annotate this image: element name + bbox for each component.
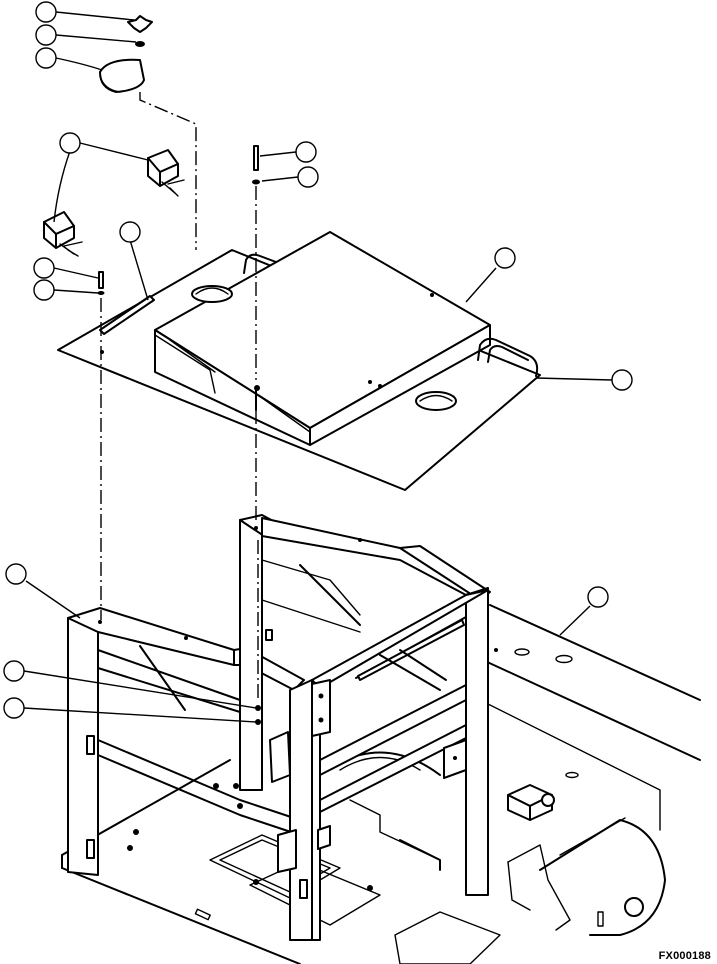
callout-washer-left	[33, 279, 55, 301]
callout-leaders	[23, 11, 613, 723]
callout-bolt-right	[295, 141, 317, 163]
callout-washer-top	[35, 24, 57, 46]
callout-handle-right	[611, 369, 633, 391]
callout-cab-frame	[5, 563, 27, 585]
callout-frame-bolt-1	[3, 660, 25, 682]
callout-frame-bolt-2	[3, 697, 25, 719]
callout-floor-base	[587, 586, 609, 608]
callout-knob-bolt	[35, 1, 57, 23]
callout-cap-cover	[35, 47, 57, 69]
callout-mirror-lamps	[59, 132, 81, 154]
callout-washer-right	[297, 166, 319, 188]
callout-balloons	[3, 1, 633, 719]
callout-roof-panel	[494, 247, 516, 269]
floor-base-plate	[61, 604, 701, 964]
roof-panel	[57, 231, 541, 491]
cab-frame	[67, 514, 498, 941]
callout-rail-left	[119, 221, 141, 243]
drawing-code-label: FX000188	[658, 950, 711, 962]
exploded-small-parts	[43, 15, 260, 295]
callout-bolt-left	[33, 257, 55, 279]
assembly-guide-lines	[100, 92, 259, 700]
